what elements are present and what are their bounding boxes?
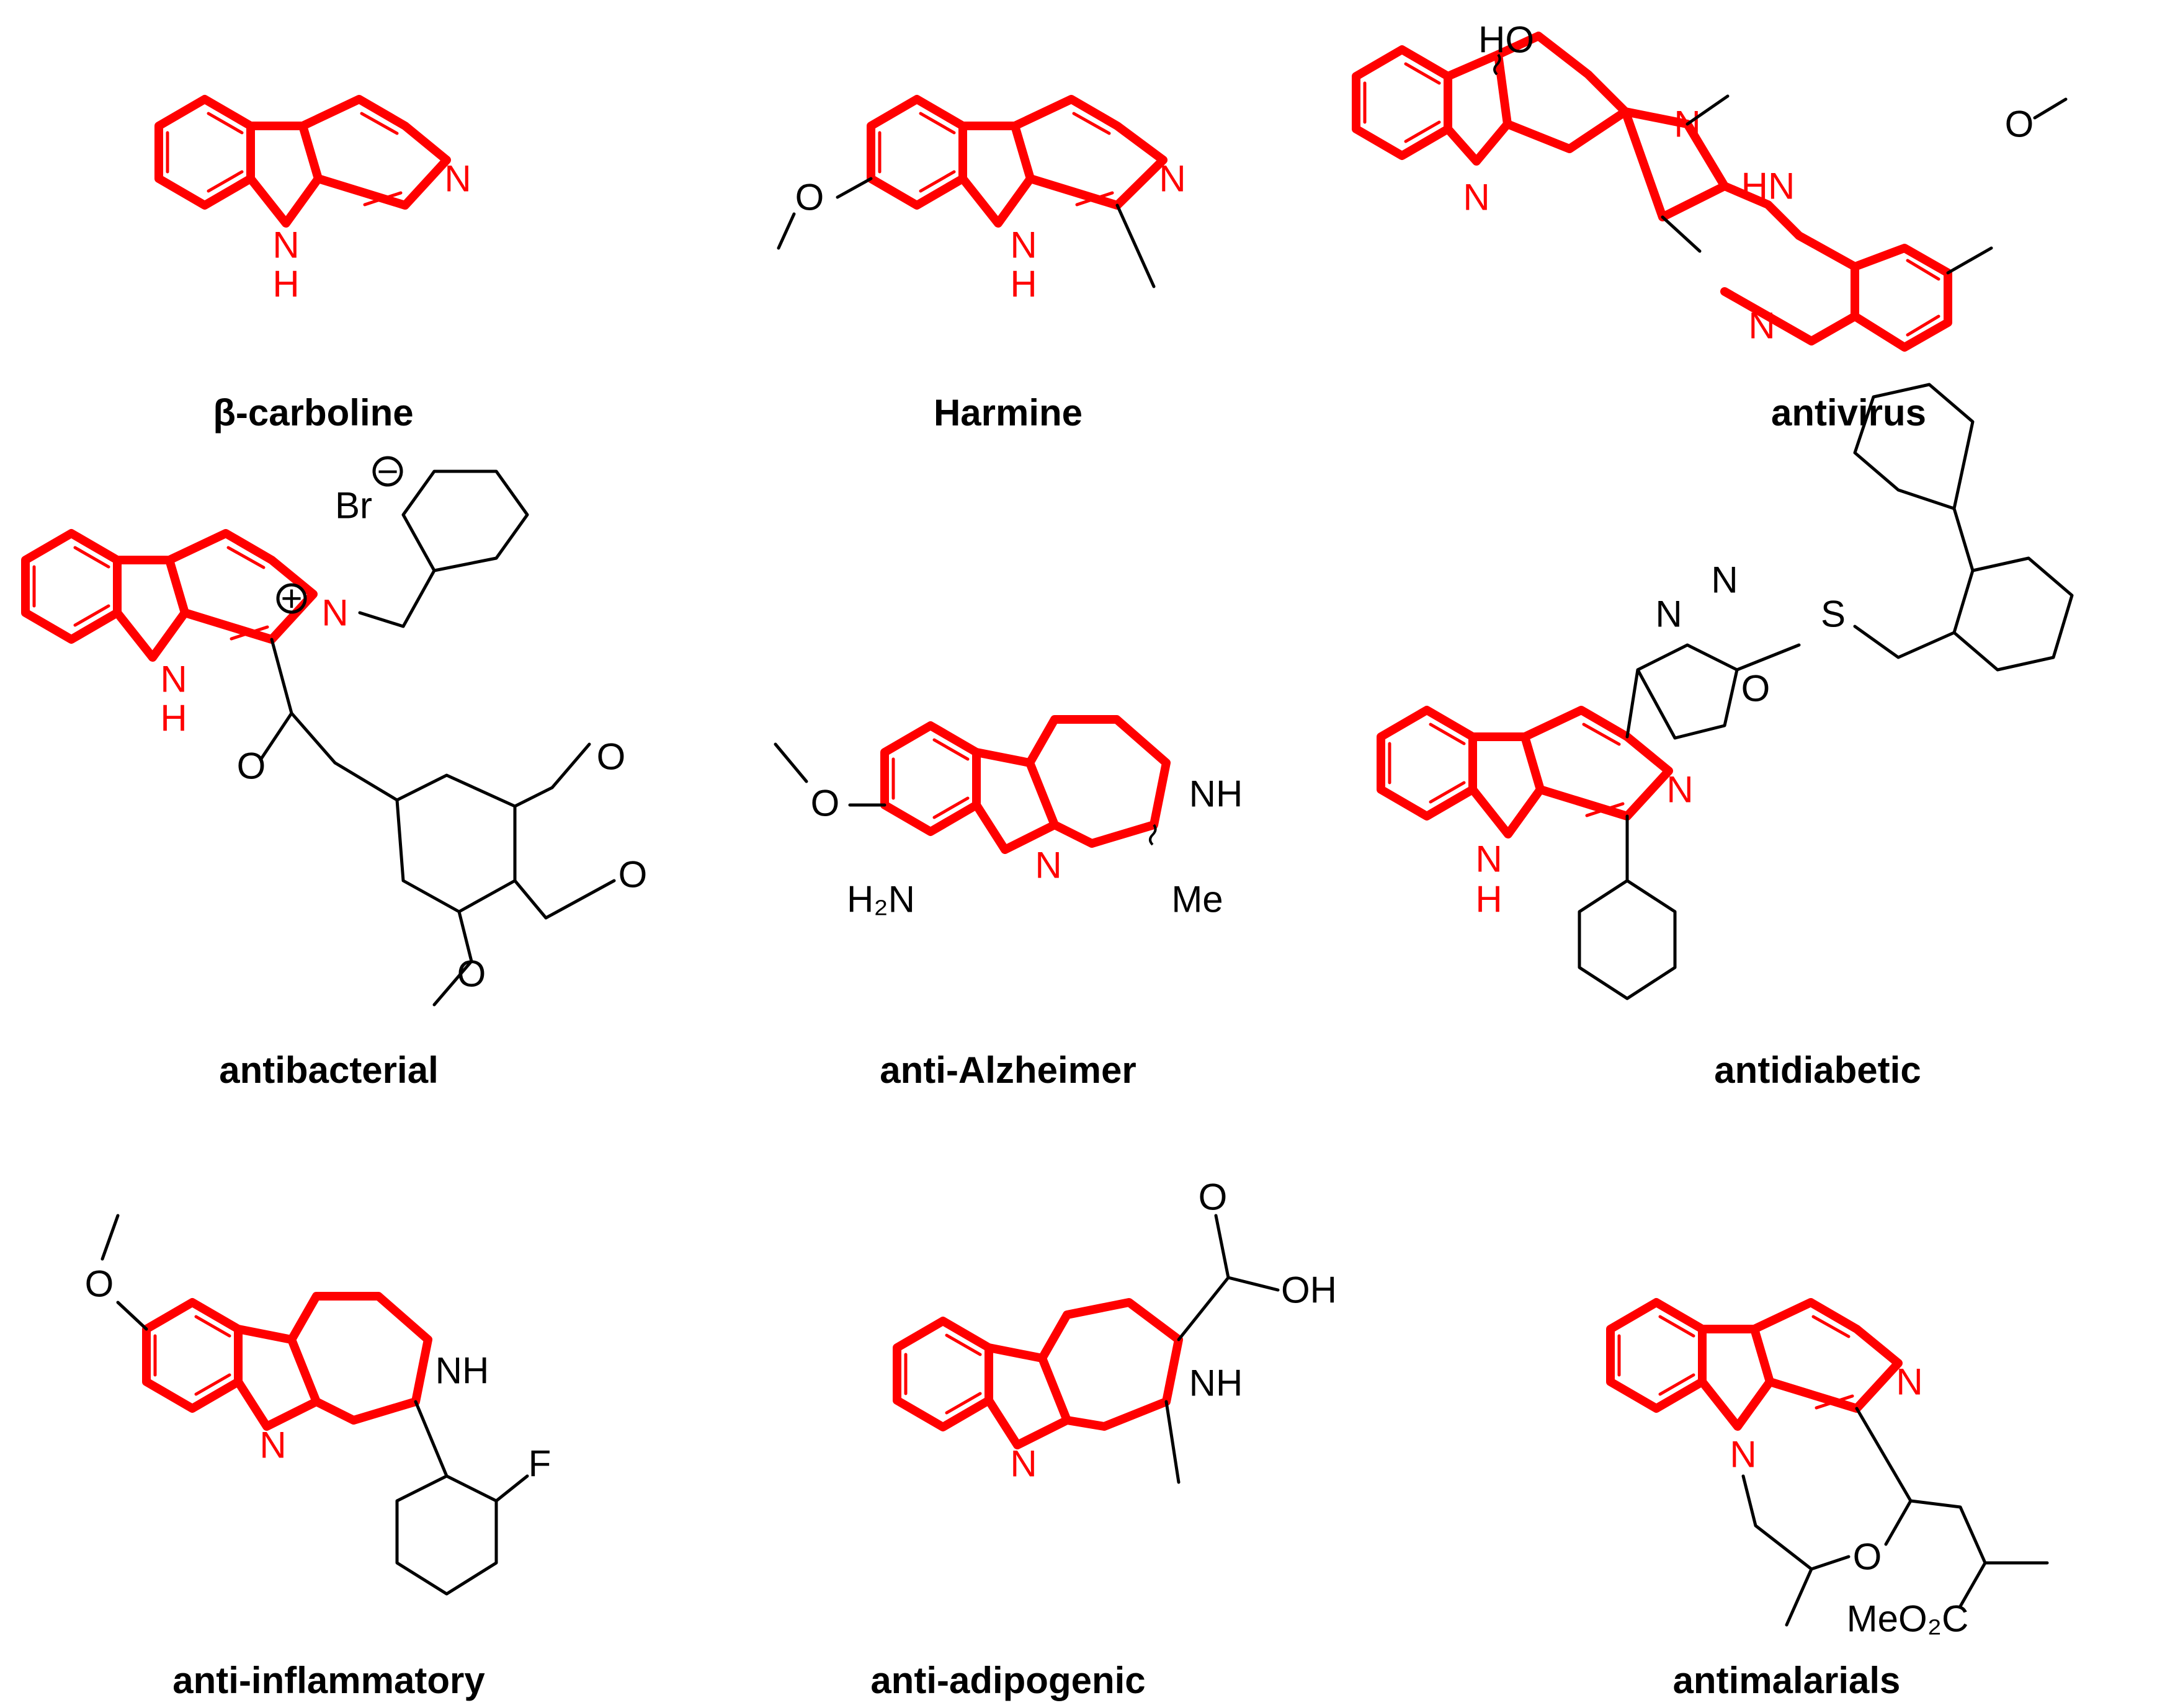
atom-N: N: [1655, 594, 1682, 635]
atom-H: H: [160, 698, 187, 739]
atom-O: O: [237, 745, 266, 787]
structure-anti-inflammatory: N NH F O: [85, 1214, 551, 1596]
atom-NH: NH: [435, 1350, 489, 1392]
structure-antimalarials: N N O MeO₂C: [1606, 1298, 2049, 1640]
atom-NH: NH: [1189, 773, 1243, 815]
atom-H: H: [1475, 879, 1502, 920]
atom-N: N: [1475, 838, 1502, 880]
atom-O: O: [457, 953, 486, 995]
atom-N: N: [1010, 225, 1037, 266]
atom-N: N: [321, 592, 348, 634]
caption-antidiabetic: antidiabetic: [1714, 1049, 1921, 1091]
atom-N: N: [1748, 305, 1775, 347]
atom-OH: OH: [1281, 1270, 1337, 1311]
atom-N: N: [1010, 1443, 1037, 1485]
atom-N: N: [444, 158, 471, 200]
atom-HN: HN: [1741, 166, 1795, 207]
atom-N: N: [259, 1425, 286, 1466]
caption-antivirus: antivirus: [1771, 392, 1926, 434]
atom-O: O: [2005, 104, 2034, 145]
structure-antidiabetic: N N H N N O S: [1377, 383, 2074, 1000]
atom-Me: Me: [1171, 879, 1223, 920]
atom-N: N: [1730, 1434, 1756, 1475]
atom-O: O: [811, 783, 840, 824]
atom-O: O: [85, 1263, 114, 1305]
atom-Br: Br: [335, 485, 372, 527]
atom-N: N: [160, 659, 187, 700]
atom-N: N: [272, 225, 299, 266]
atom-H2N: H₂N: [847, 879, 915, 920]
atom-N: N: [1666, 769, 1693, 811]
caption-harmine: Harmine: [934, 392, 1083, 434]
atom-O: O: [1199, 1176, 1228, 1218]
atom-HO: HO: [1478, 19, 1534, 61]
atom-O: O: [1741, 668, 1770, 709]
structure-harmine: N N H O: [777, 95, 1186, 305]
structure-anti-alzheimer: N NH Me H₂N O: [774, 715, 1243, 920]
caption-antimalarials: antimalarials: [1673, 1660, 1901, 1701]
atom-NH: NH: [1189, 1363, 1243, 1404]
caption-anti-alzheimer: anti-Alzheimer: [880, 1049, 1136, 1091]
atom-N: N: [1035, 845, 1061, 886]
atom-N: N: [1463, 177, 1489, 218]
atom-N: N: [1159, 158, 1185, 200]
structure-beta-carboline: N N H: [154, 95, 471, 305]
atom-S: S: [1821, 594, 1846, 635]
caption-beta-carboline: β-carboline: [213, 392, 413, 434]
atom-O: O: [597, 736, 626, 778]
atom-O: O: [618, 854, 648, 896]
caption-anti-inflammatory: anti-inflammatory: [172, 1660, 485, 1701]
structure-antivirus: N N HN N HO O: [1352, 19, 2068, 352]
caption-antibacterial: antibacterial: [219, 1049, 438, 1091]
atom-H: H: [272, 264, 299, 305]
atom-O: O: [1853, 1536, 1882, 1578]
atom-O: O: [795, 177, 824, 218]
atom-N: N: [1896, 1361, 1922, 1403]
atom-F: F: [529, 1443, 551, 1485]
atom-N: N: [1711, 559, 1738, 601]
caption-anti-adipogenic: anti-adipogenic: [870, 1660, 1145, 1701]
structure-anti-adipogenic: N NH O OH: [893, 1176, 1337, 1485]
atom-H: H: [1010, 264, 1037, 305]
atom-MeO2C: MeO₂C: [1847, 1598, 1969, 1640]
structure-antibacterial: N N H + Br − O O O O: [21, 451, 648, 1007]
